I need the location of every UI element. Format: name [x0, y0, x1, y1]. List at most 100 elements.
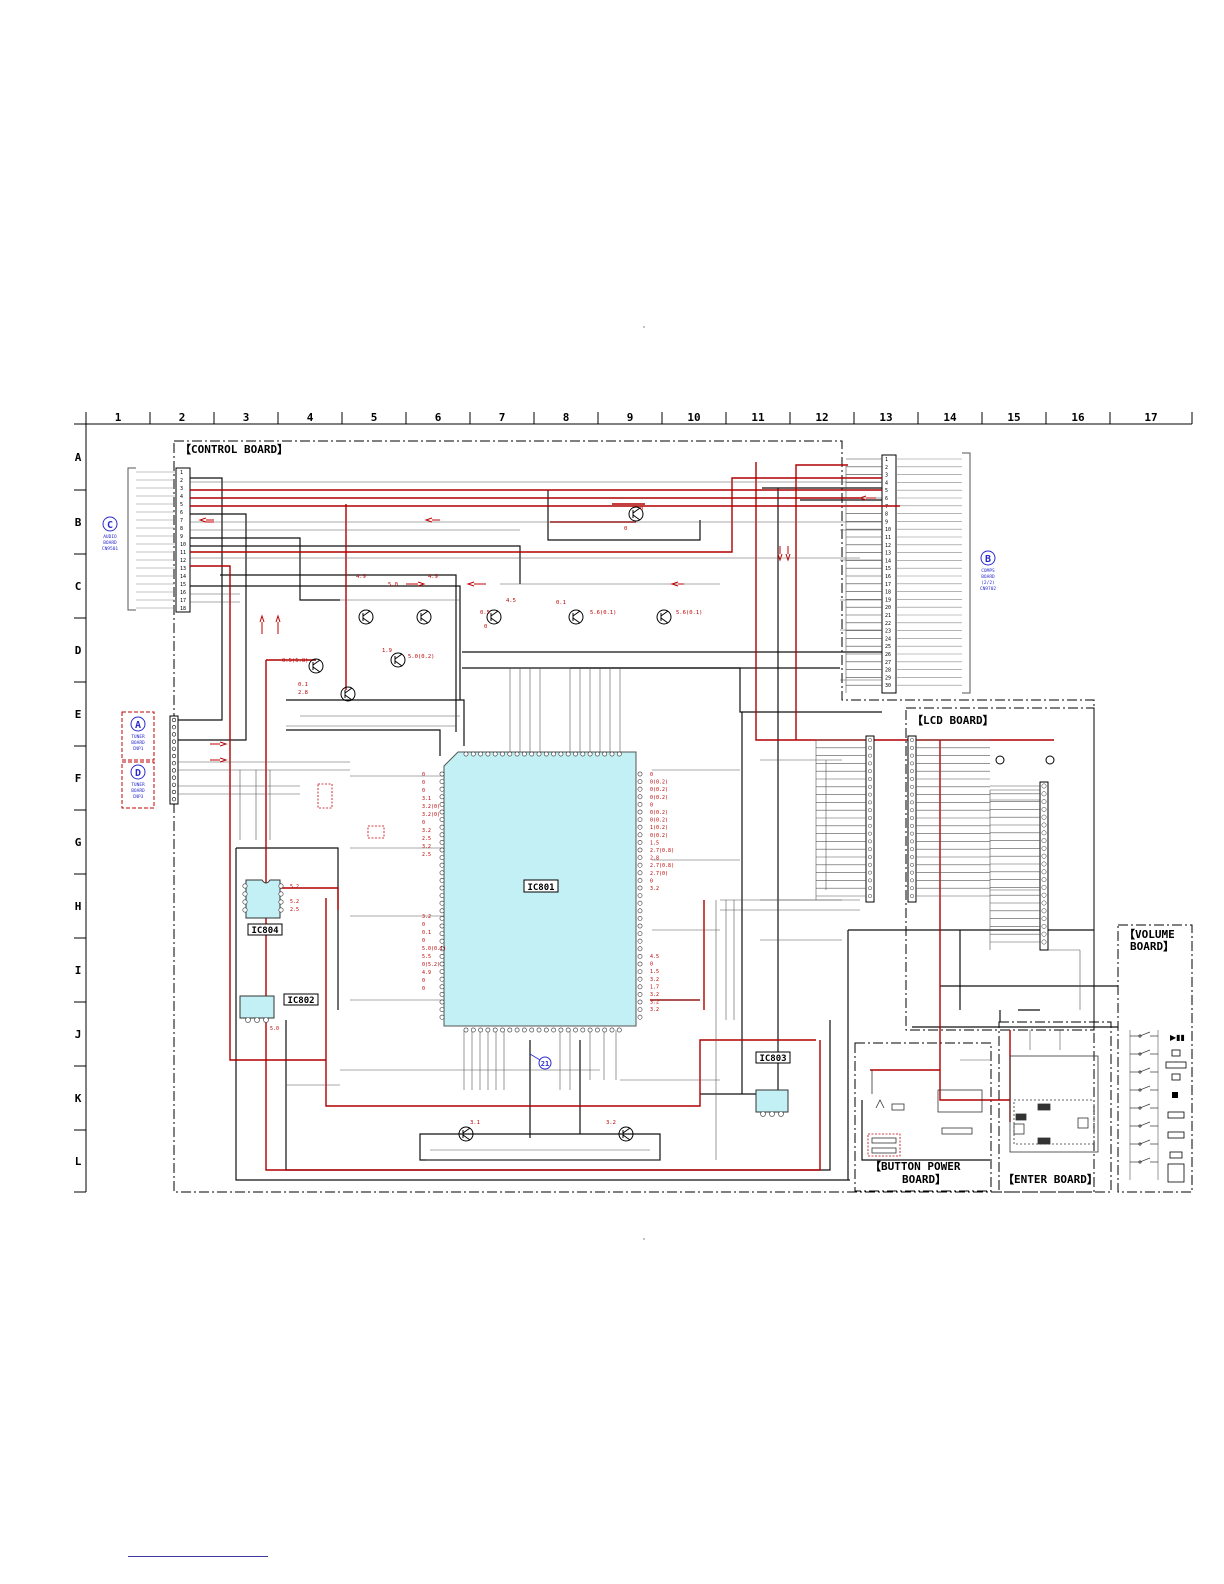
right-connector-pin-number: 3	[885, 473, 888, 479]
svg-text:3.2: 3.2	[606, 1120, 616, 1126]
svg-text:AUDIO: AUDIO	[103, 534, 117, 540]
ic801-pin-voltage: 0	[422, 780, 425, 786]
ic801-pin-voltage: 2.5	[422, 852, 431, 858]
enter-board-title: 【ENTER BOARD】	[1003, 1173, 1098, 1186]
ic801-pin-voltage: 0	[422, 922, 425, 928]
right-connector-pin-number: 15	[885, 566, 891, 572]
right-connector-pin-number: 21	[885, 613, 891, 619]
left-connector-pin-number: 11	[180, 550, 186, 556]
grid-col-label: 10	[687, 411, 700, 424]
ic801-pin-voltage: 1.5	[650, 840, 659, 846]
grid-row-label: C	[75, 580, 82, 593]
grid-col-label: 7	[499, 411, 506, 424]
connector-b-label: B COMPS BOARD (2/2) CN9702	[980, 550, 996, 592]
grid-row-label: K	[75, 1092, 82, 1105]
ic801-pin-voltage: 0.1	[422, 930, 431, 936]
right-connector-pin-number: 27	[885, 660, 891, 666]
ic801-pin-voltage: 0	[422, 788, 425, 794]
volume-board-internals: ▶▮▮	[1130, 1031, 1187, 1183]
lcd-board-internals	[815, 735, 1055, 951]
right-connector-pin-number: 8	[885, 512, 888, 518]
transistor-symbol	[458, 1126, 474, 1142]
svg-text:21: 21	[541, 1060, 549, 1068]
right-connector-pin-number: 20	[885, 605, 891, 611]
volume-board-title-line1: 【VOLUME	[1124, 928, 1175, 941]
ic801-pin-voltage: 3.2	[650, 1000, 659, 1006]
left-connector-pin-number: 4	[180, 494, 183, 500]
ic801-pin-voltage: 1(0.2)	[650, 825, 668, 831]
button-power-board-outline	[854, 1042, 992, 1192]
svg-text:BOARD: BOARD	[131, 740, 145, 746]
ic801-pin-voltage: 2.5	[422, 836, 431, 842]
right-connector: 1234567891011121314151617181920212223242…	[846, 452, 971, 694]
grid-row-label: B	[75, 516, 82, 529]
tuner-connectors	[121, 711, 179, 809]
ic801-pin-voltage: 0	[650, 962, 653, 968]
connector-c-label: C AUDIO BOARD CN9501	[102, 516, 118, 552]
grid-col-label: 3	[243, 411, 250, 424]
right-connector-pin-number: 4	[885, 480, 888, 486]
svg-text:CNP1: CNP1	[133, 746, 144, 752]
ic801-pin-voltage: 1.7	[650, 984, 659, 990]
left-connector-pin-number: 9	[180, 534, 183, 540]
grid-row-label: J	[75, 1028, 82, 1041]
wiring-red	[190, 462, 1054, 1171]
left-connector-pin-number: 16	[180, 590, 186, 596]
ic801-pin-voltage: 3.2	[422, 914, 431, 920]
ic804: IC804 5.2 5.2 2.5	[242, 879, 299, 936]
svg-text:CNP3: CNP3	[133, 794, 144, 800]
svg-text:0: 0	[640, 506, 643, 512]
ic801-pin-voltage: 3.2(0)	[422, 804, 440, 810]
control-board-title: 【CONTROL BOARD】	[180, 443, 288, 456]
ic801-pin-voltage: 5.0(0.1)	[422, 946, 446, 952]
enter-board-outline	[998, 1021, 1112, 1193]
svg-text:4.5: 4.5	[506, 598, 516, 604]
ic801-pin-voltage: 1.5	[650, 969, 659, 975]
svg-text:BOARD: BOARD	[981, 574, 995, 580]
ic801-pin-voltage: 0	[422, 986, 425, 992]
control-board-outline	[173, 440, 1095, 1193]
right-connector-pin-number: 9	[885, 519, 888, 525]
transistor-voltages: 4.9 5.0 4.9 4.5 0.1 5.6(0.1) 5.6(0.1) 0 …	[282, 506, 703, 1126]
ic801-pin-voltage: 0	[650, 878, 653, 884]
right-connector-pin-number: 10	[885, 527, 891, 533]
right-connector-pin-number: 28	[885, 668, 891, 674]
wiring-black	[178, 477, 1118, 1181]
ic801: IC801	[439, 751, 643, 1033]
grid-col-label: 17	[1144, 411, 1157, 424]
left-connector-pin-number: 13	[180, 566, 186, 572]
grid-col-label: 11	[751, 411, 765, 424]
right-connector-pin-number: 11	[885, 535, 891, 541]
volume-board-title-line2: BOARD】	[1130, 940, 1174, 953]
ic801-pin-voltage: 3.2	[422, 844, 431, 850]
svg-text:TUNER: TUNER	[131, 734, 145, 740]
left-connector-pin-number: 14	[180, 574, 186, 580]
button-power-board-title-line1: 【BUTTON POWER	[870, 1160, 961, 1173]
lcd-board-title: 【LCD BOARD】	[912, 714, 994, 727]
svg-text:4.9: 4.9	[428, 574, 438, 580]
svg-text:5.6(0.1): 5.6(0.1)	[676, 610, 703, 616]
ic801-pin-voltage: 0(0.2)	[650, 818, 668, 824]
transistor-symbol	[416, 609, 432, 625]
grid-col-label: 12	[815, 411, 828, 424]
grid-row-label: G	[75, 836, 82, 849]
svg-text:BOARD: BOARD	[131, 788, 145, 794]
transistor-symbol	[340, 686, 356, 702]
grid-frame	[85, 423, 1192, 1192]
left-connector-pin-number: 17	[180, 598, 186, 604]
grid-row-label: F	[75, 772, 82, 785]
grid-col-label: 1	[115, 411, 122, 424]
ic801-pin-voltage: 0	[422, 938, 425, 944]
play-pause-icon: ▶▮▮	[1170, 1033, 1185, 1042]
ic801-pin-voltage: 0	[422, 978, 425, 984]
right-connector-pin-number: 6	[885, 496, 888, 502]
grid-col-label: 5	[371, 411, 378, 424]
volume-board-outline	[1117, 924, 1193, 1193]
ic801-pin-voltage: 0(0.2)	[650, 810, 668, 816]
svg-text:5.2: 5.2	[290, 899, 299, 905]
ic801-label: IC801	[527, 883, 554, 893]
ic801-pin-voltage: 0	[422, 772, 425, 778]
transistor-symbol	[618, 1126, 634, 1142]
transistor-symbol	[656, 609, 672, 625]
